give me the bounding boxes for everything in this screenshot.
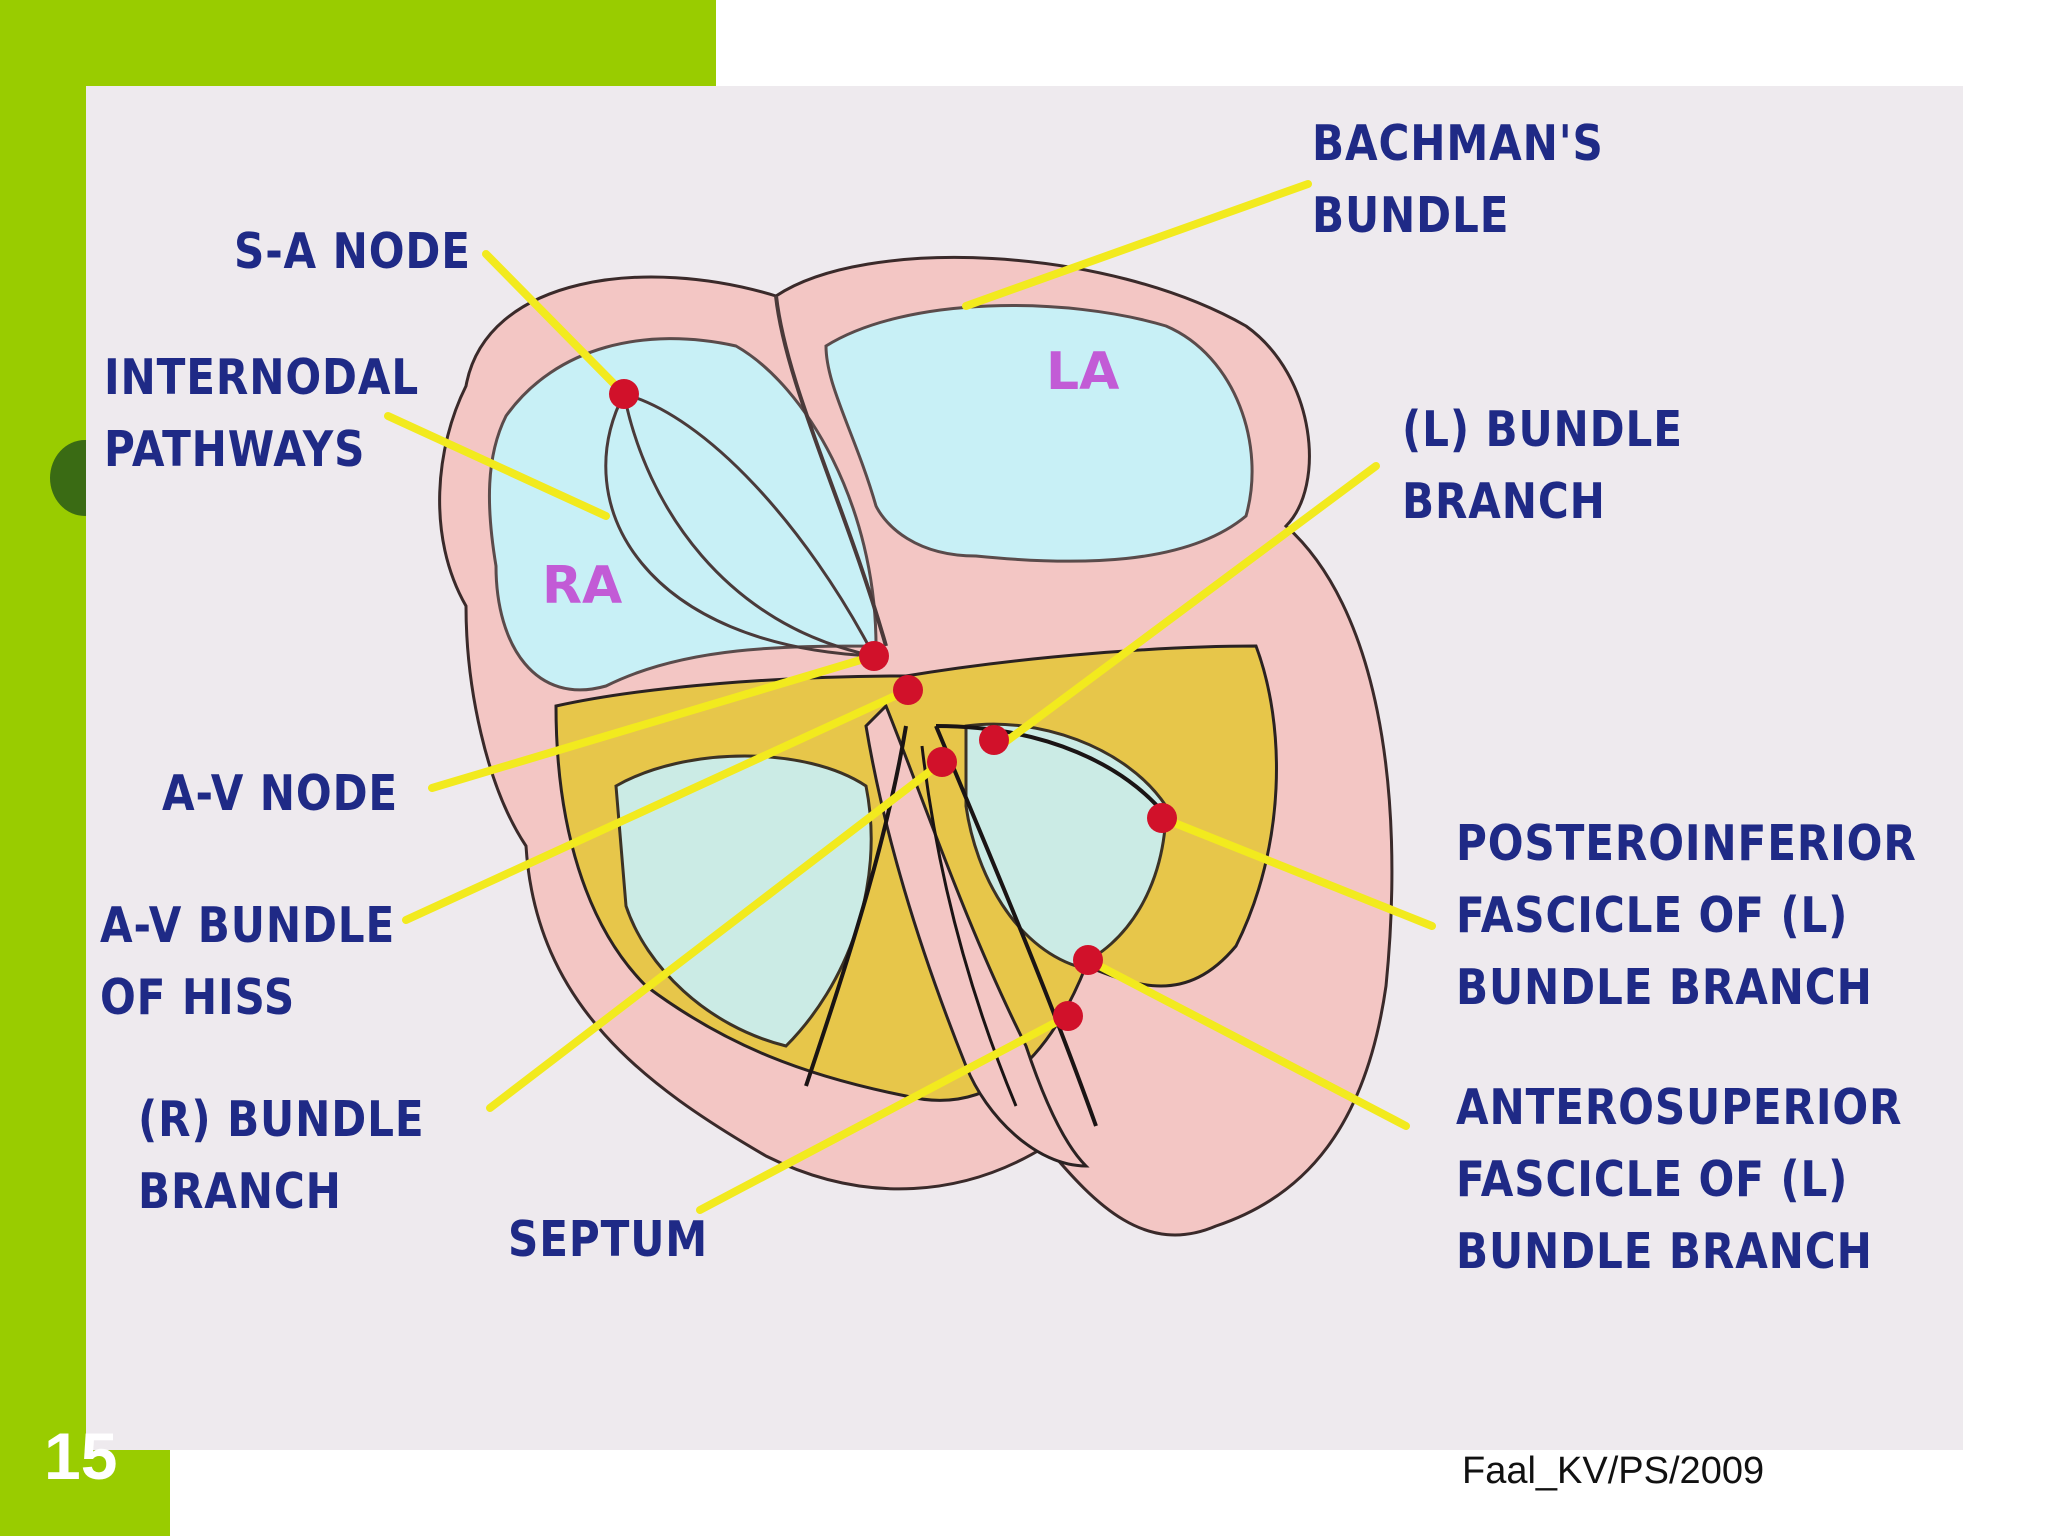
label-line: BUNDLE	[1312, 187, 1510, 244]
label-line: FASCICLE OF (L)	[1456, 1151, 1849, 1208]
leader-bachmans-bundle	[962, 180, 1312, 310]
label-av-bundle-of-hiss: A-V BUNDLE OF HISS	[100, 890, 395, 1034]
node-dots	[609, 379, 1177, 1031]
leader-internodal-pathways	[384, 412, 610, 520]
label-posteroinferior-fascicle: POSTEROINFERIOR FASCICLE OF (L) BUNDLE B…	[1456, 808, 1917, 1024]
label-line: FASCICLE OF (L)	[1456, 887, 1849, 944]
septum-dot	[1053, 1001, 1083, 1031]
leader-r-bundle-branch	[486, 758, 946, 1112]
label-internodal-pathways: INTERNODAL PATHWAYS	[104, 342, 419, 486]
av-bundle-dot	[893, 675, 923, 705]
label-line: (L) BUNDLE	[1402, 401, 1683, 458]
leader-anterosuperior	[1084, 956, 1410, 1130]
interatrial-septum	[774, 295, 888, 647]
internodal-pathway-1	[622, 393, 875, 658]
anterosuperior-dot	[1073, 945, 1103, 975]
label-r-bundle-branch: (R) BUNDLE BRANCH	[138, 1084, 424, 1228]
label-l-bundle-branch: (L) BUNDLE BRANCH	[1402, 394, 1683, 538]
label-bachmans-bundle: BACHMAN'S BUNDLE	[1312, 108, 1604, 252]
leader-sa-node	[482, 250, 628, 398]
footer-credit: Faal_KV/PS/2009	[1462, 1450, 1765, 1492]
label-line: SEPTUM	[508, 1211, 709, 1268]
internodal-pathway-2	[623, 392, 876, 657]
sa-node-dot	[609, 379, 639, 409]
r-bundle-branch-dot	[927, 747, 957, 777]
label-line: PATHWAYS	[104, 421, 366, 478]
left-atrium	[824, 304, 1254, 563]
label-line: BACHMAN'S	[1312, 115, 1604, 172]
chamber-label-ra: RA	[542, 556, 623, 616]
slide-number: 15	[44, 1419, 118, 1493]
heart-illustration	[384, 180, 1436, 1237]
posteroinferior-dot	[1147, 803, 1177, 833]
left-bundle-branch-strand-1	[934, 725, 1098, 1127]
septal-strand	[920, 745, 1018, 1107]
internodal-pathway-3	[604, 393, 875, 658]
label-line: BRANCH	[138, 1163, 342, 1220]
label-line: ANTEROSUPERIOR	[1456, 1079, 1903, 1136]
label-anterosuperior-fascicle: ANTEROSUPERIOR FASCICLE OF (L) BUNDLE BR…	[1456, 1072, 1902, 1288]
heart-conduction-diagram: RA LA BACHMAN'S BUNDLE S-A NODE INTERNOD…	[86, 86, 1963, 1450]
av-node-dot	[859, 641, 889, 671]
chamber-label-la: LA	[1046, 342, 1120, 402]
label-line: (R) BUNDLE	[138, 1091, 425, 1148]
leader-lines	[384, 180, 1436, 1214]
leader-septum	[696, 1012, 1072, 1214]
leader-av-node	[428, 652, 878, 792]
label-line: A-V BUNDLE	[100, 897, 396, 954]
label-av-node: A-V NODE	[162, 758, 398, 830]
label-line: S-A NODE	[234, 223, 471, 280]
label-line: BUNDLE BRANCH	[1456, 959, 1873, 1016]
label-line: OF HISS	[100, 969, 296, 1026]
label-line: BRANCH	[1402, 473, 1606, 530]
label-sa-node: S-A NODE	[234, 216, 471, 288]
leader-av-bundle	[402, 686, 912, 924]
right-bundle-branch-strand	[804, 725, 908, 1087]
l-bundle-branch-dot	[979, 725, 1009, 755]
leader-posteroinferior	[1158, 814, 1436, 930]
label-septum: SEPTUM	[508, 1204, 708, 1276]
leader-l-bundle-branch	[996, 462, 1380, 750]
left-bundle-branch-strand-2	[935, 724, 1168, 818]
label-line: BUNDLE BRANCH	[1456, 1223, 1873, 1280]
label-line: INTERNODAL	[104, 349, 420, 406]
label-line: A-V NODE	[162, 765, 399, 822]
ventricular-septum	[864, 703, 1090, 1168]
left-ventricle-cavity	[964, 722, 1168, 968]
label-line: POSTEROINFERIOR	[1456, 815, 1917, 872]
